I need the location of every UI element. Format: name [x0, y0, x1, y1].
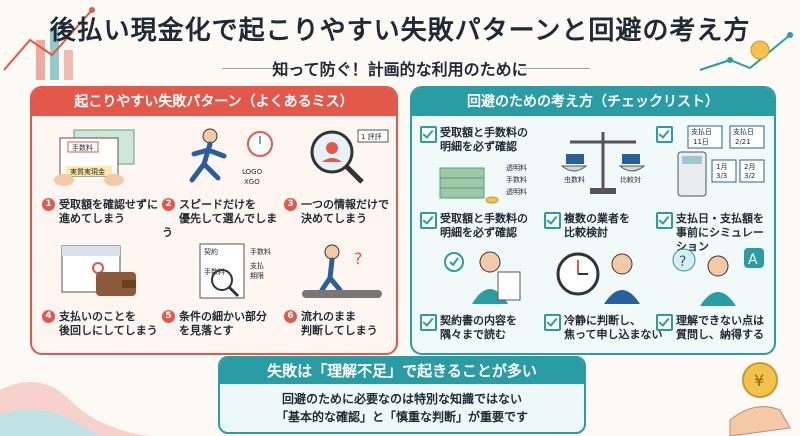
subtitle-line-left: [222, 68, 292, 69]
conveyor-illustration: ?: [302, 244, 382, 298]
svg-text:1 評評: 1 評評: [361, 132, 382, 141]
magnifier-illustration: 1 評評: [310, 129, 389, 184]
svg-text:比較対: 比較対: [620, 175, 641, 184]
page-subtitle: 知って防ぐ！計画的な利用のために: [272, 60, 528, 79]
chart-decoration-top-left: [3, 7, 95, 80]
svg-text:実質実現金: 実質実現金: [70, 167, 105, 176]
summary-box: 失敗は「理解不足」で起きることが多い 回避のために必要なのは特別な知識ではない …: [218, 356, 586, 434]
checklist-item-4: 支払日・支払額を事前にシミュレーション: [676, 212, 764, 253]
reading-person-illustration: [444, 251, 521, 304]
number-badge: 6: [284, 310, 297, 323]
svg-text:支払: 支払: [250, 261, 264, 270]
running-man-illustration: LOGO XGO: [189, 128, 273, 186]
check-icon: [656, 212, 673, 229]
money-stack-illustration: 透明料 手数料 透明料: [439, 163, 527, 204]
svg-text:3/3: 3/3: [716, 172, 727, 180]
calendar-wallet-illustration: [61, 245, 136, 296]
check-icon: [420, 212, 437, 229]
svg-text:A: A: [748, 252, 758, 268]
svg-text:3/2: 3/2: [744, 172, 755, 180]
svg-text:LOGO: LOGO: [242, 168, 263, 176]
svg-text:虫数料: 虫数料: [564, 175, 585, 184]
contract-magnifier-illustration: 契約 手数料 手数料 支払 期限: [199, 243, 271, 299]
clock-person-illustration: [556, 252, 640, 304]
check-icon: [420, 314, 437, 331]
checklist-item-2: 受取額と手数料の明細を必ず確認: [440, 212, 528, 239]
coin-hand-decoration: ¥: [729, 362, 791, 436]
checklist-item-1: 受取額と手数料の明細を必ず確認: [440, 126, 528, 153]
svg-text:手数料: 手数料: [204, 267, 225, 276]
avoidance-checklist-heading: 回避のための考え方（チェックリスト）: [412, 88, 774, 116]
number-badge: 2: [162, 198, 175, 211]
svg-text:手数料: 手数料: [72, 143, 93, 152]
checklist-item-3: 複数の業者を比較検討: [564, 212, 630, 239]
coin-decoration-top-right: [699, 32, 793, 71]
question-person-illustration: ? A: [672, 248, 764, 306]
money-documents-illustration: 手数料 実質実現金: [54, 129, 135, 186]
check-icon: [656, 314, 673, 331]
wave-decoration-bottom-left: [0, 382, 150, 436]
svg-text:?: ?: [354, 249, 363, 268]
checklist-item-7: 理解できない点は質問し、納得する: [676, 314, 764, 341]
svg-text:XGO: XGO: [244, 178, 260, 186]
calendar-calculator-illustration: 支払日 11日 支払日 2/21 1月 3/3 2月 3/2: [677, 125, 765, 197]
svg-text:手数料: 手数料: [506, 175, 527, 184]
summary-line-1: 回避のために必要なのは特別な知識ではない: [281, 392, 522, 406]
checklist-item-6: 冷静に判断し、焦って申し込まない: [564, 314, 663, 341]
check-icon: [656, 126, 673, 143]
svg-text:透明料: 透明料: [506, 187, 527, 196]
svg-text:期限: 期限: [250, 271, 264, 280]
summary-heading: 失敗は「理解不足」で起きることが多い: [220, 358, 584, 384]
failure-patterns-panel: 起こりやすい失敗パターン（よくあるミス） 手数料 実質実現金 LOGO XGO …: [30, 86, 398, 355]
number-badge: 3: [284, 198, 297, 211]
svg-text:¥: ¥: [754, 371, 764, 390]
svg-text:11日: 11日: [693, 138, 709, 146]
number-badge: 1: [42, 198, 55, 211]
svg-text:1月: 1月: [716, 163, 727, 171]
svg-text:2/21: 2/21: [735, 138, 751, 146]
failure-patterns-heading: 起こりやすい失敗パターン（よくあるミス）: [32, 88, 396, 116]
svg-text:契約: 契約: [204, 247, 218, 256]
check-icon: [544, 212, 561, 229]
summary-line-2: 「基本的な確認」と「慎重な判断」が重要です: [275, 410, 528, 424]
checklist-item-5: 契約書の内容を隅々まで読む: [440, 314, 517, 341]
svg-text:?: ?: [679, 254, 686, 270]
svg-text:手数料: 手数料: [250, 247, 271, 256]
svg-text:支払日: 支払日: [733, 127, 754, 136]
svg-text:透明料: 透明料: [506, 163, 527, 172]
check-icon: [420, 126, 437, 143]
page-title: 後払い現金化で起こりやすい失敗パターンと回避の考え方: [49, 16, 751, 46]
number-badge: 5: [162, 310, 175, 323]
subtitle-line-right: [520, 68, 590, 69]
svg-text:支払日: 支払日: [691, 127, 712, 136]
check-icon: [544, 314, 561, 331]
number-badge: 4: [42, 310, 55, 323]
scale-illustration: 虫数料 比較対: [560, 132, 646, 194]
svg-text:2月: 2月: [744, 163, 755, 171]
avoidance-checklist-panel: 回避のための考え方（チェックリスト） 受取額と手数料の明細を必ず確認 透明料 手…: [410, 86, 776, 355]
